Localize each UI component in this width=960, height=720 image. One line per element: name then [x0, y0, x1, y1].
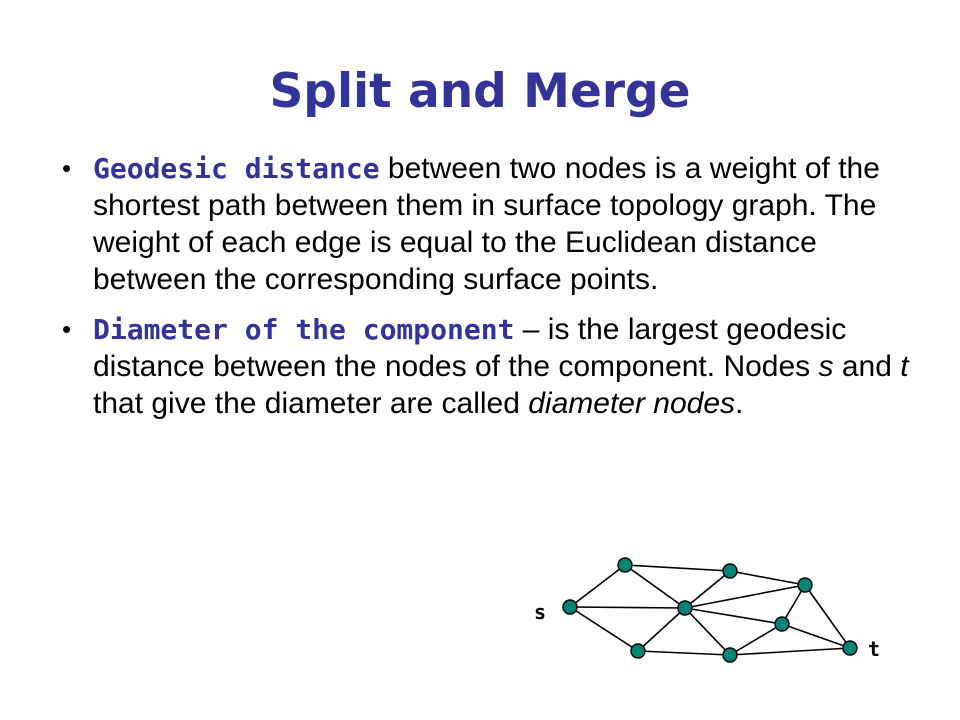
graph-node-t	[842, 640, 858, 656]
graph-edges	[569, 564, 851, 656]
graph-node	[617, 557, 633, 573]
bullet-marker: •	[62, 153, 72, 183]
bullet-diameter: • Diameter of the component – is the lar…	[62, 311, 922, 422]
diameter-nodes-term: diameter nodes	[528, 387, 736, 420]
graph-edge	[684, 584, 806, 609]
graph-edge	[637, 650, 731, 656]
diameter-definition-and: and	[833, 350, 901, 383]
graph-edge	[729, 623, 783, 656]
graph-edge	[729, 647, 851, 656]
geodesic-distance-definition: between two nodes is a weight of the sho…	[93, 152, 880, 296]
node-label-t: t	[868, 637, 880, 661]
diameter-definition-part2: that give the diameter are called	[93, 387, 529, 420]
graph-node	[677, 600, 693, 616]
bullet-geodesic-distance: • Geodesic distance between two nodes is…	[62, 150, 922, 298]
graph-edge	[684, 570, 731, 609]
bullet-list: • Geodesic distance between two nodes is…	[62, 150, 922, 435]
graph-edge	[804, 584, 851, 649]
slide-title: Split and Merge	[269, 64, 691, 119]
topology-graph: s t	[534, 557, 880, 663]
term-diameter-of-component: Diameter of the component	[93, 313, 515, 346]
graph-edge	[624, 564, 731, 572]
graph-edge	[569, 564, 626, 608]
graph-node	[722, 563, 738, 579]
graph-node	[722, 647, 738, 663]
graph-edge	[569, 606, 639, 652]
graph-node	[630, 643, 646, 659]
graph-node	[797, 577, 813, 593]
node-t-reference: t	[900, 350, 909, 383]
term-geodesic-distance: Geodesic distance	[93, 152, 380, 185]
node-label-s: s	[534, 600, 546, 624]
graph-edge	[624, 564, 686, 609]
diameter-definition-part1: – is the largest geodesic distance betwe…	[93, 313, 847, 383]
graph-edge	[684, 607, 731, 656]
bullet-marker: •	[62, 314, 72, 344]
graph-edge	[684, 607, 783, 625]
graph-node	[774, 616, 790, 632]
graph-edge	[637, 607, 686, 652]
diameter-definition-end: .	[735, 387, 744, 420]
graph-edge	[569, 606, 686, 609]
graph-edge	[781, 623, 851, 649]
graph-edge	[729, 570, 806, 586]
graph-node-s	[562, 599, 578, 615]
node-s-reference: s	[818, 350, 834, 383]
graph-nodes	[562, 557, 858, 663]
